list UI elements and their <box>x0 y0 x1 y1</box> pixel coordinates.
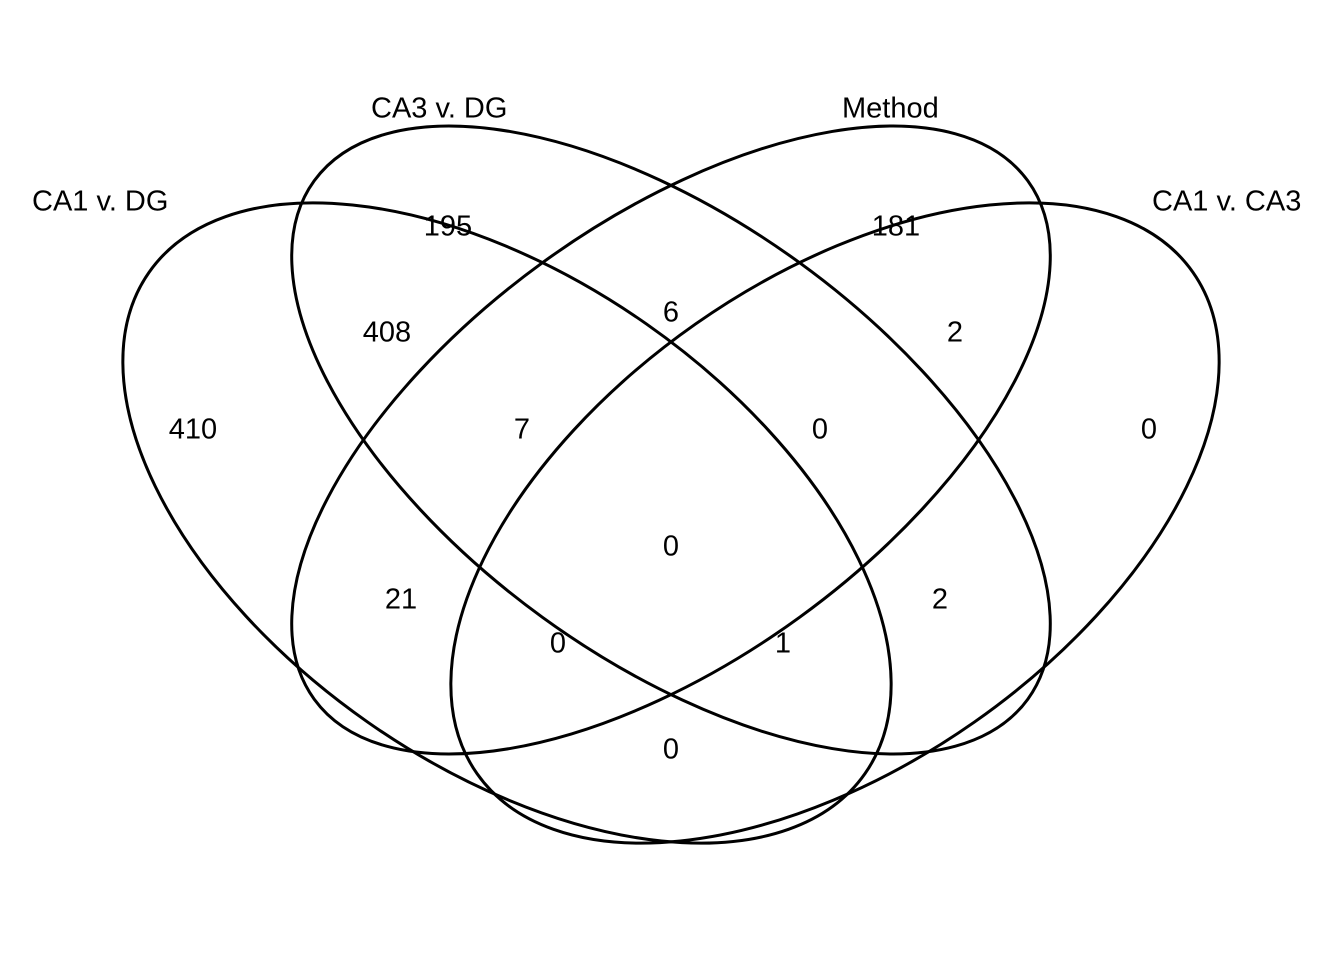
count-ca1-dg-method: 21 <box>385 584 417 616</box>
count-method-only: 181 <box>872 211 920 243</box>
count-ca3-dg-method: 6 <box>663 297 679 329</box>
count-ca1-dg-ca1-ca3: 0 <box>663 734 679 766</box>
count-ca1-dg-method-ca1-ca3: 0 <box>550 628 566 660</box>
region-counts: 410 195 181 0 408 6 2 7 0 0 21 2 0 1 0 <box>169 211 1157 766</box>
ellipse-method <box>290 124 1052 756</box>
set-label-ca1-vs-dg: CA1 v. DG <box>32 186 168 218</box>
set-ellipses <box>121 124 1221 845</box>
count-ca1-ca3-only: 0 <box>1141 414 1157 446</box>
ellipse-ca1-vs-ca3 <box>449 201 1221 845</box>
count-ca3-dg-only: 195 <box>424 211 472 243</box>
count-ca1-dg-ca3-dg: 408 <box>363 317 411 349</box>
count-ca1-dg-only: 410 <box>169 414 217 446</box>
count-ca3-dg-method-ca1-ca3: 0 <box>812 414 828 446</box>
set-label-method: Method <box>842 93 939 125</box>
ellipse-ca1-vs-dg <box>121 201 893 845</box>
count-all-four: 0 <box>663 531 679 563</box>
count-ca3-dg-ca1-ca3: 2 <box>932 584 948 616</box>
count-ca1-dg-ca3-dg-ca1-ca3: 1 <box>775 628 791 660</box>
count-ca1-dg-ca3-dg-method: 7 <box>514 414 530 446</box>
set-labels: CA1 v. DG CA3 v. DG Method CA1 v. CA3 <box>32 93 1301 218</box>
set-label-ca1-vs-ca3: CA1 v. CA3 <box>1152 186 1301 218</box>
set-label-ca3-vs-dg: CA3 v. DG <box>371 93 507 125</box>
count-method-ca1-ca3: 2 <box>947 317 963 349</box>
